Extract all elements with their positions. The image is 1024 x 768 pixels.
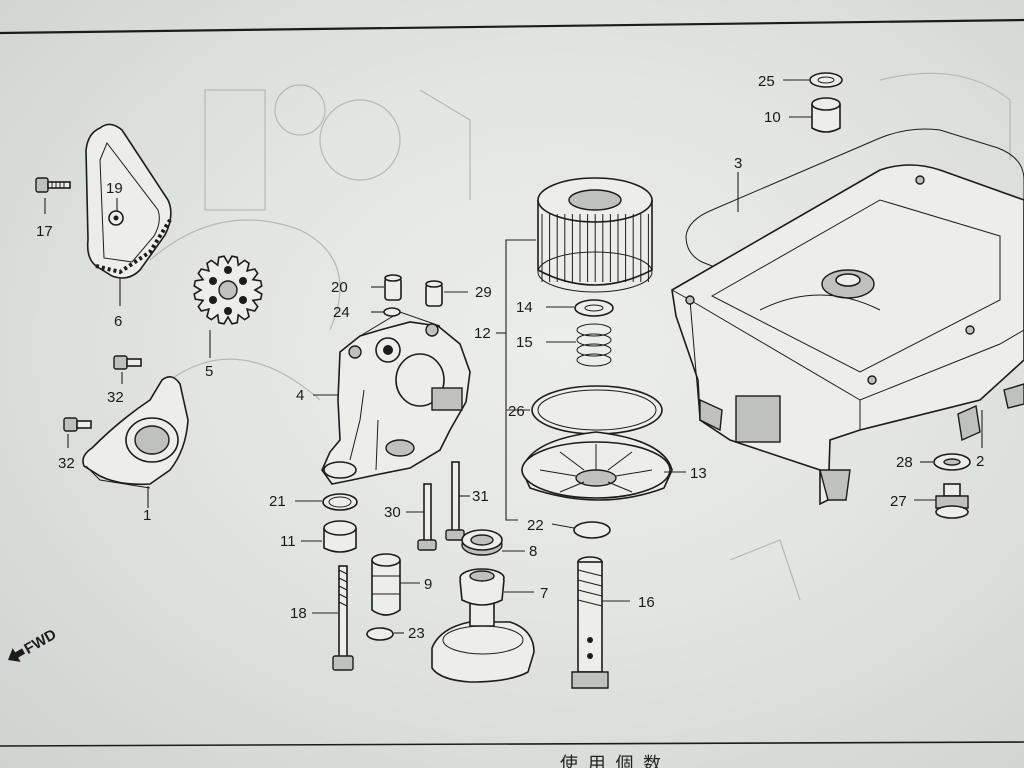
spring-15 [576, 323, 612, 367]
label-16: 16 [638, 594, 655, 611]
part-number-labels: 25 10 3 19 17 6 5 32 32 1 20 24 29 4 21 … [36, 73, 984, 642]
label-1: 1 [143, 507, 151, 524]
oil-seal-8 [461, 529, 503, 556]
gasket-3 [685, 128, 1024, 323]
washer-25 [809, 72, 843, 88]
bolt-18 [332, 565, 354, 671]
label-8: 8 [529, 543, 537, 560]
bolt-17 [35, 177, 71, 193]
leader-lines [44, 79, 983, 634]
label-17: 17 [36, 223, 53, 240]
joint-collar-9 [371, 553, 401, 616]
oil-pump-sprocket-5 [193, 255, 263, 325]
washer-28 [933, 453, 971, 471]
page-top-border [0, 18, 1024, 35]
collar-10 [811, 97, 841, 133]
dowel-pin-20 [384, 274, 402, 301]
collar-11 [323, 520, 357, 553]
sprocket-cover-1 [82, 376, 189, 489]
oil-strainer-7 [431, 568, 535, 683]
label-7: 7 [540, 585, 548, 602]
label-4: 4 [296, 387, 304, 404]
bleed-through-ghost [149, 72, 1011, 601]
o-ring-22 [573, 521, 611, 539]
o-ring-21 [322, 493, 358, 511]
bolt-32-upper [113, 355, 142, 370]
oil-pump-body-4 [321, 311, 471, 485]
filter-cover-13 [521, 431, 673, 501]
label-26: 26 [508, 403, 525, 420]
label-9: 9 [424, 576, 432, 593]
chain-guide-6 [85, 123, 172, 279]
oil-pan-2 [671, 164, 1024, 506]
bolt-32-lower [63, 417, 92, 432]
label-11: 11 [280, 533, 296, 550]
label-20: 20 [331, 279, 348, 296]
label-27: 27 [890, 493, 907, 510]
label-6: 6 [114, 313, 122, 330]
o-ring-23 [366, 627, 394, 641]
label-10: 10 [764, 109, 781, 126]
label-3: 3 [734, 155, 742, 172]
filter-bolt-16 [571, 556, 609, 689]
label-30: 30 [384, 504, 401, 521]
drain-bolt-27 [935, 483, 969, 519]
label-21: 21 [269, 493, 286, 510]
page-bottom-border [0, 741, 1024, 747]
label-18: 18 [290, 605, 307, 622]
washer-14 [574, 299, 614, 317]
label-32-lower: 32 [58, 455, 75, 472]
label-23: 23 [408, 625, 425, 642]
footer-caption: 使 用 個 数 [560, 754, 663, 768]
label-31: 31 [472, 488, 489, 505]
label-2: 2 [976, 453, 984, 470]
label-32-upper: 32 [107, 389, 124, 406]
label-25: 25 [758, 73, 775, 90]
label-14: 14 [516, 299, 533, 316]
label-22: 22 [527, 517, 544, 534]
bolt-31 [445, 461, 465, 541]
fwd-indicator: FWD [8, 626, 60, 662]
dowel-pin-29 [425, 280, 443, 307]
fwd-label: FWD [21, 626, 59, 658]
label-19: 19 [106, 180, 123, 197]
label-29: 29 [475, 284, 492, 301]
label-24: 24 [333, 304, 350, 321]
o-ring-26 [531, 385, 663, 435]
fwd-arrow-icon [8, 648, 26, 662]
bolt-30 [417, 483, 437, 551]
oil-filter-12 [537, 177, 653, 293]
label-15: 15 [516, 334, 533, 351]
label-13: 13 [690, 465, 707, 482]
label-5: 5 [205, 363, 213, 380]
label-12: 12 [474, 325, 491, 342]
o-ring-24 [383, 307, 401, 317]
label-28: 28 [896, 454, 913, 471]
